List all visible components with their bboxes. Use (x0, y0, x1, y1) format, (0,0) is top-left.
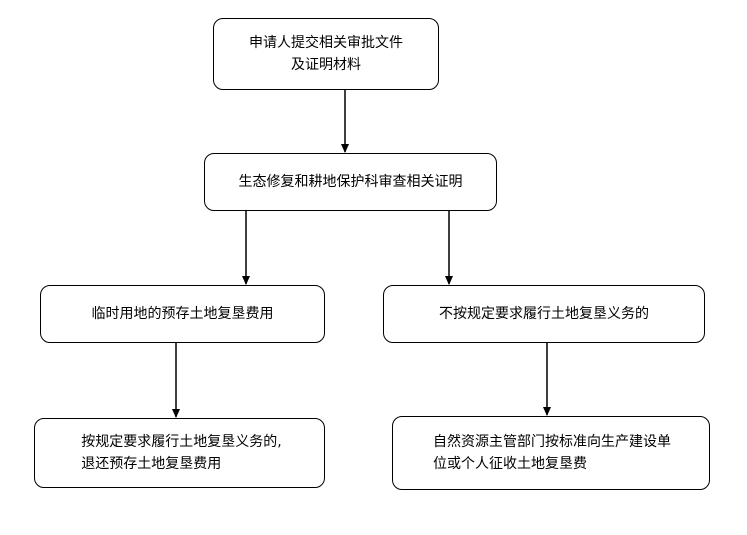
node-refund-reclamation-fee: 按规定要求履行土地复垦义务的, 退还预存土地复垦费用 (34, 418, 325, 488)
node-submit-documents: 申请人提交相关审批文件 及证明材料 (213, 18, 439, 90)
node-non-compliant-label: 不按规定要求履行土地复垦义务的 (439, 306, 649, 322)
node-review-certificates-label: 生态修复和耕地保护科审查相关证明 (238, 174, 463, 190)
node-collect-reclamation-fee: 自然资源主管部门按标准向生产建设单 位或个人征收土地复垦费 (392, 416, 710, 490)
node-non-compliant: 不按规定要求履行土地复垦义务的 (383, 285, 705, 343)
node-refund-reclamation-fee-label: 按规定要求履行土地复垦义务的, 退还预存土地复垦费用 (81, 434, 282, 472)
node-submit-documents-label: 申请人提交相关审批文件 及证明材料 (249, 35, 403, 73)
node-collect-reclamation-fee-label: 自然资源主管部门按标准向生产建设单 位或个人征收土地复垦费 (433, 434, 671, 472)
node-review-certificates: 生态修复和耕地保护科审查相关证明 (204, 153, 497, 211)
node-prestore-reclamation-fee: 临时用地的预存土地复垦费用 (40, 285, 325, 343)
node-prestore-reclamation-fee-label: 临时用地的预存土地复垦费用 (91, 306, 274, 322)
